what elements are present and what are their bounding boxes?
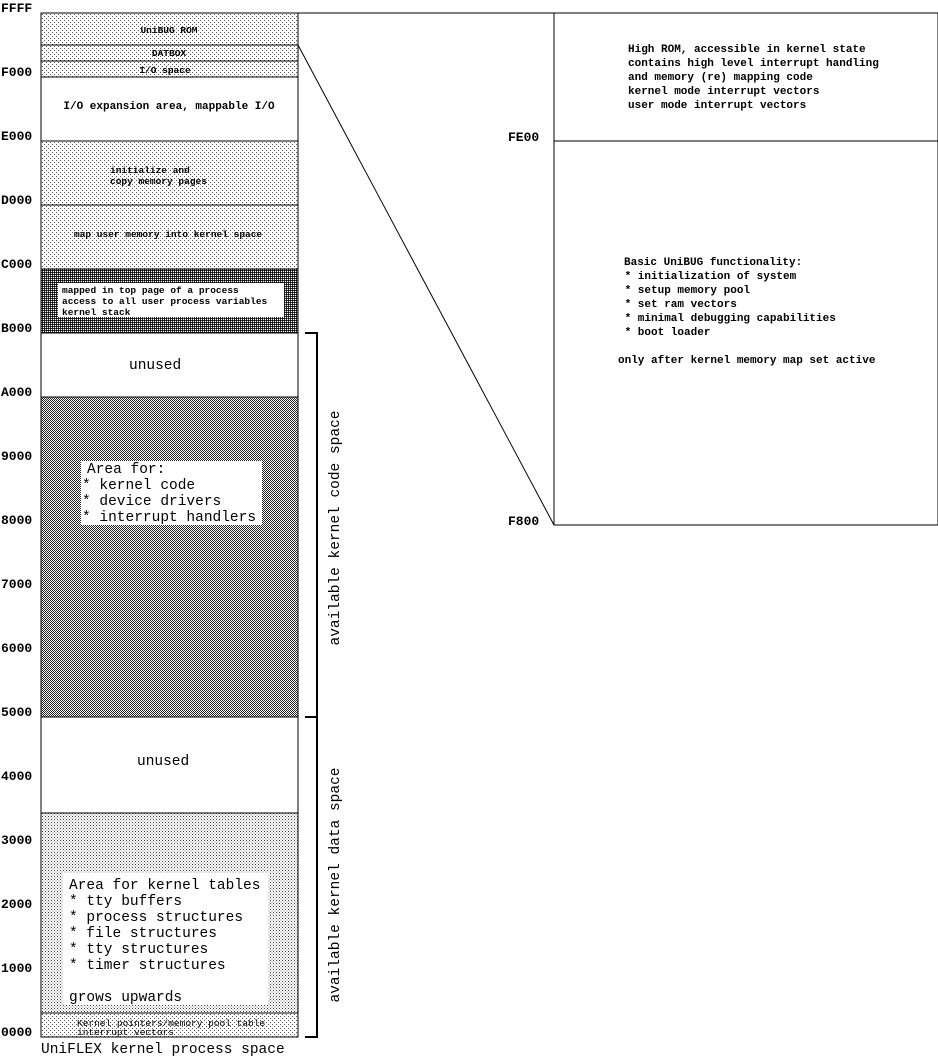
basic-line: * setup memory pool	[618, 285, 750, 297]
block-kernel-area	[40, 396, 299, 718]
init-copy-line: initialize and	[110, 165, 190, 176]
unused-lower-label: unused	[137, 754, 189, 770]
basic-line: * minimal debugging capabilities	[618, 313, 836, 325]
range-brackets: available kernel code space available ke…	[305, 332, 344, 1038]
unibug-rom-label: UniBUG ROM	[140, 25, 197, 36]
kernel-area-line: * interrupt handlers	[82, 510, 256, 526]
bottom-line: Kernel pointers/memory pool table	[77, 1018, 265, 1029]
addr-label: 5000	[1, 705, 32, 720]
io-expansion-label: I/O expansion area, mappable I/O	[63, 101, 275, 113]
addr-label: 6000	[1, 641, 32, 656]
top-page-line: mapped in top page of a process	[62, 285, 239, 296]
addr-label: FE00	[508, 130, 539, 145]
addr-label: 7000	[1, 577, 32, 592]
block-high-rom	[553, 12, 938, 142]
basic-line: * boot loader	[618, 327, 710, 339]
kernel-area-line: * device drivers	[82, 494, 221, 510]
kernel-tables-line: * process structures	[69, 910, 243, 926]
io-space-label: I/O space	[139, 65, 191, 76]
kernel-area-line: Area for:	[87, 462, 165, 478]
left-map-title: UniFLEX kernel process space	[41, 1042, 285, 1058]
kernel-tables-line: grows upwards	[69, 990, 182, 1006]
kernel-tables-line: * timer structures	[69, 958, 226, 974]
addr-label: D000	[1, 193, 32, 208]
addr-label: F800	[508, 514, 539, 529]
top-page-line: kernel stack	[62, 307, 131, 318]
block-unused-lower	[40, 716, 299, 814]
left-block-texts: UniBUG ROM DATBOX I/O space I/O expansio…	[41, 25, 285, 1058]
kernel-area-line: * kernel code	[82, 478, 195, 494]
left-address-labels: FFFF F000 E000 D000 C000 B000 A000 9000 …	[1, 1, 32, 1040]
addr-label: 3000	[1, 833, 32, 848]
addr-label: 4000	[1, 769, 32, 784]
high-rom-line: user mode interrupt vectors	[628, 100, 806, 112]
basic-line: * initialization of system	[618, 271, 797, 283]
addr-label: 1000	[1, 961, 32, 976]
addr-label: C000	[1, 257, 32, 272]
kernel-tables-line: * tty structures	[69, 942, 208, 958]
basic-line: Basic UniBUG functionality:	[624, 257, 802, 269]
datbox-label: DATBOX	[152, 48, 187, 59]
zoom-connector	[297, 12, 555, 526]
high-rom-line: kernel mode interrupt vectors	[628, 86, 819, 98]
addr-label: FFFF	[1, 1, 32, 16]
kernel-tables-line: Area for kernel tables	[69, 878, 260, 894]
block-unibug-rom	[40, 12, 299, 46]
addr-label: A000	[1, 385, 32, 400]
right-memory-column: FE00 F800 High ROM, accessible in kernel…	[508, 12, 938, 529]
addr-label: 9000	[1, 449, 32, 464]
data-space-bracket	[305, 716, 318, 1038]
block-init-copy	[40, 140, 299, 206]
code-space-bracket	[305, 332, 318, 718]
block-unused-upper	[40, 332, 299, 398]
basic-line: only after kernel memory map set active	[618, 355, 876, 367]
addr-label: 2000	[1, 897, 32, 912]
addr-label: F000	[1, 65, 32, 80]
high-rom-line: High ROM, accessible in kernel state	[628, 44, 866, 56]
basic-line: * set ram vectors	[618, 299, 737, 311]
kernel-tables-line: * tty buffers	[69, 894, 182, 910]
map-user-label: map user memory into kernel space	[74, 229, 262, 240]
left-memory-column	[40, 12, 299, 1038]
addr-label: E000	[1, 129, 32, 144]
top-page-line: access to all user process variables	[62, 296, 268, 307]
addr-label: 8000	[1, 513, 32, 528]
addr-label: 0000	[1, 1025, 32, 1040]
block-basic-unibug	[553, 140, 938, 526]
kernel-tables-line: * file structures	[69, 926, 217, 942]
high-rom-line: contains high level interrupt handling	[628, 58, 879, 70]
code-space-label: available kernel code space	[328, 411, 344, 646]
high-rom-line: and memory (re) mapping code	[628, 72, 813, 84]
data-space-label: available kernel data space	[328, 768, 344, 1003]
block-io-expansion	[40, 76, 299, 142]
bottom-line: interrupt vectors	[77, 1027, 174, 1038]
unused-upper-label: unused	[129, 358, 181, 374]
block-bottom	[40, 1012, 299, 1038]
addr-label: B000	[1, 321, 32, 336]
init-copy-line: copy memory pages	[110, 176, 207, 187]
block-map-user	[40, 204, 299, 270]
